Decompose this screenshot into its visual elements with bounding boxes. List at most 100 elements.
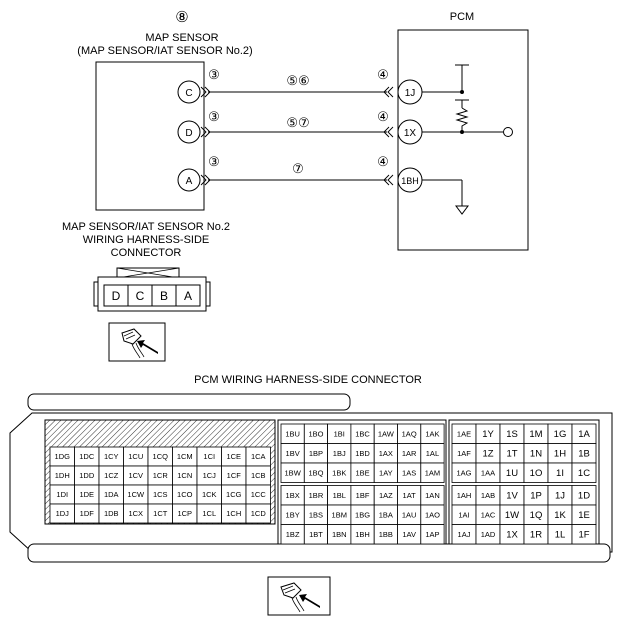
pcm-pin-1bh: 1BH (397, 167, 423, 193)
pcm-internal-circuit (422, 64, 503, 215)
component-ref-number: ⑧ (175, 9, 188, 26)
pin-cavity-label: 1DF (80, 509, 95, 518)
pin-cavity-label: 1AP (425, 530, 439, 539)
pin-cavity-label: 1BS (309, 510, 323, 519)
pin-cavity-label: 1S (506, 429, 518, 440)
pin-cavity (571, 462, 597, 483)
pin-cavity-label: 1K (554, 510, 566, 521)
pin-cavity-label: 1CJ (203, 471, 217, 480)
sensor-pin-d: D (177, 120, 201, 144)
pin-cavity-label: 1CK (202, 490, 217, 499)
pin-cavity (245, 503, 271, 524)
pin-cavity-label: 1P (530, 491, 542, 502)
pin-cavity-label: 1BU (285, 429, 300, 438)
pin-cavity-label: 1BR (309, 491, 324, 500)
pin-cavity-label: 1AQ (402, 429, 417, 438)
pin-cavity-label: 1CV (128, 471, 143, 480)
pin-cavity-label: 1G (554, 429, 567, 440)
pin-cavity-label: 1DB (104, 509, 119, 518)
harness-side-probe-icon (108, 322, 166, 362)
connector-chevrons (200, 86, 394, 186)
pin-cavity-label: 1DH (55, 471, 70, 480)
pcm-connector-ref: ④ (377, 154, 389, 169)
pin-cavity-label: 1I (556, 468, 564, 479)
sensor-connector-pin-a: A (184, 289, 192, 303)
pin-cavity-label: 1AW (378, 429, 395, 438)
sensor-pin-a: A (177, 168, 201, 192)
sensor-connector-ref: ③ (208, 67, 220, 82)
map-sensor-box (95, 61, 205, 211)
pcm-pin-1j: 1J (397, 79, 423, 105)
pin-cavity-label: 1AE (457, 429, 471, 438)
pin-cavity-label: 1CP (177, 509, 192, 518)
pin-cavity-label: 1CW (127, 490, 145, 499)
pin-cavity (420, 462, 445, 483)
pin-cavity-label: 1BI (334, 429, 345, 438)
pin-cavity-label: 1E (578, 510, 590, 521)
junction-dot (460, 130, 464, 134)
sensor-connector-pin-c: C (136, 289, 145, 303)
sensor-connector-caption-line1: MAP SENSOR/IAT SENSOR No.2 (62, 221, 230, 233)
pin-cavity-label: 1BV (286, 449, 300, 458)
pcm-pin-label: 1X (404, 128, 417, 139)
pin-cavity-label: 1CL (202, 509, 216, 518)
wire-label: ⑦ (292, 161, 304, 176)
pin-cavity-label: 1CB (251, 471, 266, 480)
map-sensor-title: MAP SENSOR (145, 32, 218, 44)
pin-cavity-label: 1BM (332, 510, 347, 519)
pin-cavity-label: 1CA (251, 452, 266, 461)
pin-cavity-label: 1DD (79, 471, 95, 480)
pin-cavity-label: 1DG (55, 452, 71, 461)
wire-label: ⑤⑦ (286, 115, 309, 130)
map-sensor-subtitle: (MAP SENSOR/IAT SENSOR No.2) (77, 45, 252, 57)
pcm-box (397, 29, 529, 251)
pin-cavity-label: 1CZ (104, 471, 119, 480)
pin-cavity-label: 1CG (226, 490, 242, 499)
pin-cavity-label: 1CX (128, 509, 143, 518)
pin-cavity-label: 1AZ (379, 491, 393, 500)
pin-cavity-label: 1CC (251, 490, 267, 499)
sensor-connector-pin-b: B (160, 289, 168, 303)
pin-cavity-label: 1BP (309, 449, 323, 458)
pin-cavity-label: 1M (529, 429, 542, 440)
pin-cavity-label: 1U (506, 468, 518, 479)
pin-cavity-label: 1J (555, 491, 565, 502)
pcm-connector-ref: ④ (377, 67, 389, 82)
pin-cavity-label: 1DJ (56, 509, 70, 518)
pin-cavity-label: 1BL (333, 491, 346, 500)
pin-cavity-label: 1D (578, 491, 590, 502)
sensor-connector-ref: ③ (208, 154, 220, 169)
pin-cavity-label: 1V (506, 491, 518, 502)
pin-cavity-label: 1Q (530, 510, 543, 521)
pin-cavity-label: 1CD (251, 509, 267, 518)
pin-cavity-label: 1AH (457, 491, 472, 500)
pin-cavity-label: 1CY (104, 452, 119, 461)
pin-cavity-label: 1CI (203, 452, 215, 461)
pin-cavity-label: 1AV (402, 530, 416, 539)
pin-cavity-label: 1CO (177, 490, 193, 499)
pin-cavity-label: 1AG (456, 468, 471, 477)
pin-cavity-label: 1AI (458, 510, 469, 519)
pin-cavity-label: 1BT (309, 530, 323, 539)
pin-cavity-label: 1B (578, 449, 590, 460)
wire-a-1bh: ③ ⑦ ④ (208, 154, 389, 181)
pcm-connector-ref: ④ (377, 109, 389, 124)
pin-cavity (420, 524, 445, 545)
pin-cavity-label: 1L (555, 530, 566, 541)
pin-cavity-label: 1AT (403, 491, 417, 500)
pin-cavity-label: 1BN (332, 530, 347, 539)
pin-cavity-label: 1W (505, 510, 519, 521)
sensor-connector-pin-d: D (112, 289, 121, 303)
sensor-connector-caption-line2: WIRING HARNESS-SIDE (83, 234, 210, 246)
terminal-circle (503, 127, 513, 137)
pin-cavity-label: 1AL (426, 449, 439, 458)
sensor-pin-label: C (185, 88, 192, 99)
pin-cavity-label: 1AA (481, 468, 495, 477)
pin-cavity-label: 1T (506, 449, 517, 460)
pin-cavity-label: 1CQ (153, 452, 169, 461)
pin-cavity-label: 1H (554, 449, 566, 460)
pin-cavity-label: 1AK (425, 429, 439, 438)
pin-cavity-label: 1BC (355, 429, 370, 438)
